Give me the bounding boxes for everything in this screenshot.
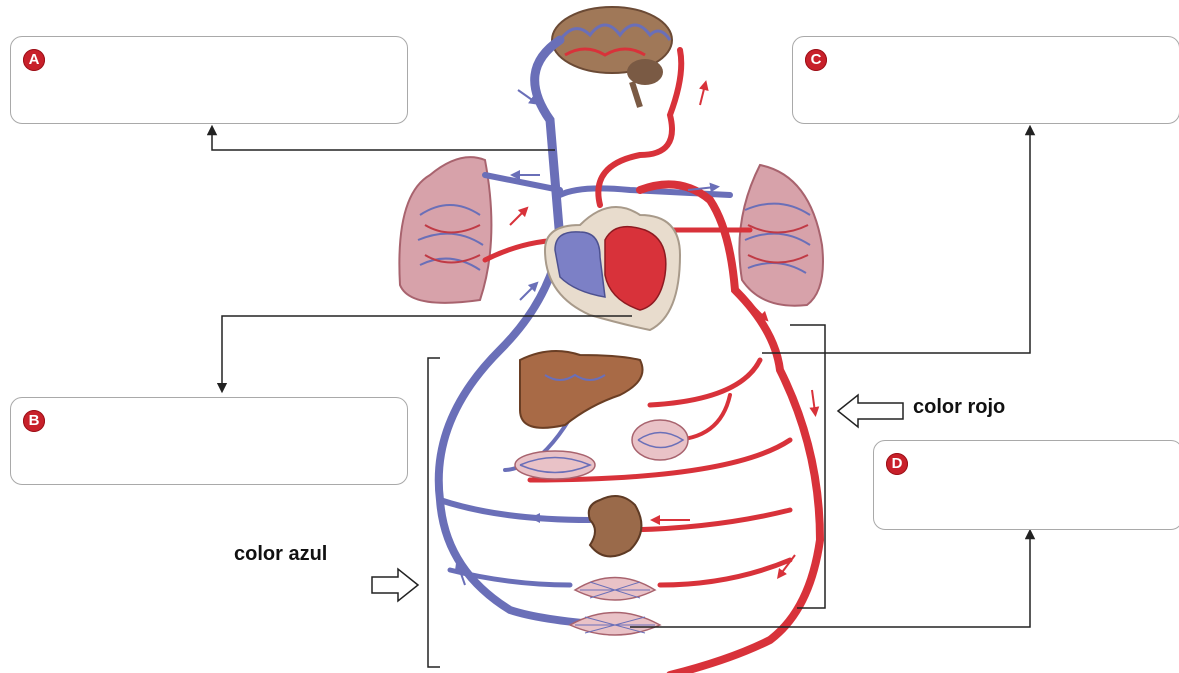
label-color-azul: color azul: [234, 543, 327, 566]
brain: [552, 7, 672, 107]
badge-d: D: [886, 453, 908, 475]
answer-box-b[interactable]: B: [10, 397, 408, 485]
badge-a: A: [23, 49, 45, 71]
answer-box-d[interactable]: D: [873, 440, 1179, 530]
bracket-red: [790, 325, 825, 608]
answer-box-a[interactable]: A: [10, 36, 408, 124]
hollow-arrow-left: [838, 395, 903, 427]
veins: [439, 40, 730, 625]
liver: [520, 351, 643, 428]
kidney: [589, 496, 642, 556]
left-lung: [399, 157, 491, 303]
intestine-capillaries: [515, 420, 688, 479]
heart: [545, 207, 680, 330]
leader-line-d: [630, 534, 1030, 627]
answer-box-c[interactable]: C: [792, 36, 1179, 124]
badge-c: C: [805, 49, 827, 71]
badge-b: B: [23, 410, 45, 432]
capillary-bed-lower: [570, 613, 660, 636]
label-color-rojo: color rojo: [913, 396, 1005, 419]
leader-line-a: [212, 130, 555, 150]
hollow-arrow-right: [372, 569, 418, 601]
right-lung: [739, 165, 823, 306]
capillary-bed-upper: [575, 578, 655, 601]
